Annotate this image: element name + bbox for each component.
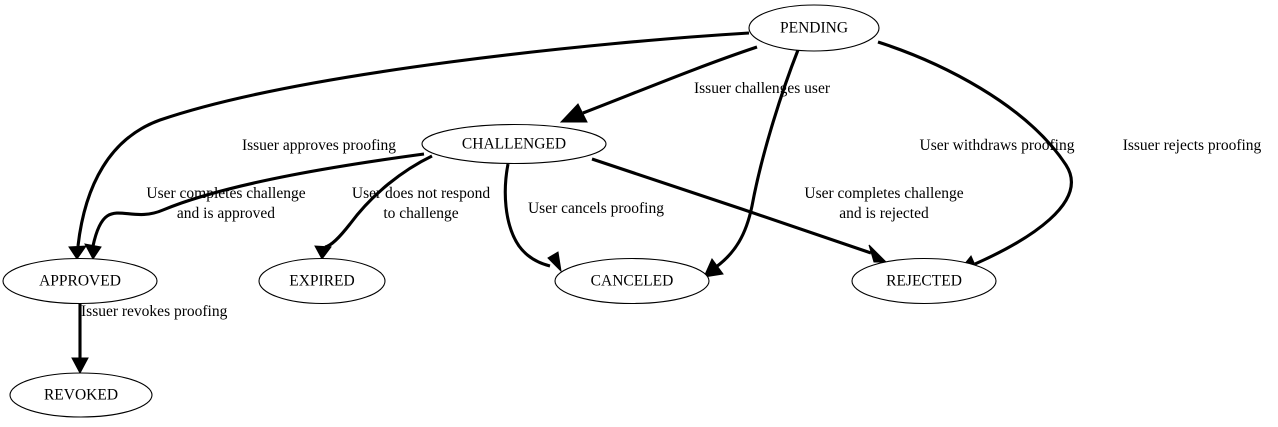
arrowhead-approved-from-pending: [68, 245, 87, 260]
node-canceled[interactable]: CANCELED: [554, 257, 710, 305]
edge-challenged-to-approved: User completes challenge and is approved: [84, 152, 425, 260]
node-label-revoked: REVOKED: [44, 387, 118, 404]
arrowhead-expired-from-challenged: [314, 245, 332, 260]
node-expired[interactable]: EXPIRED: [258, 257, 386, 305]
node-approved[interactable]: APPROVED: [2, 257, 158, 305]
node-ellipse-approved[interactable]: [2, 257, 158, 305]
edge-path-challenged-expired: [324, 154, 433, 249]
node-label-rejected: REJECTED: [886, 273, 962, 290]
arrowhead-challenged-from-pending: [559, 103, 588, 123]
edge-path-challenged-canceled: [503, 163, 551, 268]
edge-approved-to-revoked: Issuer revokes proofing: [71, 303, 228, 375]
edge-pending-to-challenged: Issuer challenges user: [559, 45, 831, 123]
node-ellipse-rejected[interactable]: [851, 257, 997, 305]
arrowhead-canceled-from-challenged: [547, 251, 562, 273]
edge-label-user-completes-challenge-rejected-line1: User completes challenge: [804, 185, 963, 202]
edge-pending-to-canceled: User withdraws proofing: [703, 49, 1075, 278]
edge-path-pending-rejected: [877, 40, 1073, 266]
edge-challenged-to-rejected: User completes challenge and is rejected: [591, 157, 964, 263]
node-label-canceled: CANCELED: [591, 273, 674, 290]
edge-label-user-completes-challenge-approved-line2: and is approved: [177, 205, 275, 222]
edge-challenged-to-canceled: User cancels proofing: [503, 163, 664, 273]
node-challenged[interactable]: CHALLENGED: [421, 123, 607, 165]
node-ellipse-canceled[interactable]: [554, 257, 710, 305]
edge-path-challenged-approved: [91, 152, 425, 247]
edge-pending-to-approved: Issuer approves proofing: [68, 31, 750, 260]
node-ellipse-revoked[interactable]: [9, 372, 153, 418]
edge-label-issuer-challenges-user: Issuer challenges user: [694, 80, 831, 97]
edge-label-user-withdraws-proofing: User withdraws proofing: [920, 137, 1075, 154]
edge-path-pending-canceled: [715, 49, 800, 269]
edge-challenged-to-expired: User does not respond to challenge: [314, 154, 490, 260]
node-rejected[interactable]: REJECTED: [851, 257, 997, 305]
edge-label-user-does-not-respond-line1: User does not respond: [352, 185, 490, 202]
edge-label-issuer-approves-proofing: Issuer approves proofing: [242, 137, 396, 154]
edge-label-user-completes-challenge-approved-line1: User completes challenge: [146, 185, 305, 202]
node-ellipse-expired[interactable]: [258, 257, 386, 305]
arrowhead-approved-from-challenged: [84, 243, 102, 260]
node-label-pending: PENDING: [780, 20, 848, 37]
edge-path-pending-challenged: [582, 45, 758, 115]
edge-label-issuer-revokes-proofing: Issuer revokes proofing: [81, 303, 228, 320]
arrowhead-revoked-from-approved: [71, 357, 89, 375]
node-label-expired: EXPIRED: [289, 273, 354, 290]
edge-label-issuer-rejects-proofing: Issuer rejects proofing: [1123, 137, 1262, 154]
node-label-approved: APPROVED: [39, 273, 121, 290]
edge-pending-to-rejected: Issuer rejects proofing: [877, 40, 1262, 273]
edge-path-challenged-rejected: [591, 157, 872, 255]
node-label-challenged: CHALLENGED: [462, 136, 566, 153]
arrowhead-rejected-from-challenged: [868, 244, 888, 263]
node-revoked[interactable]: REVOKED: [9, 372, 153, 418]
edge-label-user-completes-challenge-rejected-line2: and is rejected: [839, 205, 929, 222]
edge-label-user-does-not-respond-line2: to challenge: [383, 205, 458, 222]
node-pending[interactable]: PENDING: [748, 4, 880, 52]
edge-label-user-cancels-proofing: User cancels proofing: [528, 200, 664, 217]
node-ellipse-pending[interactable]: [748, 4, 880, 52]
arrowhead-canceled-from-pending: [703, 258, 724, 278]
node-ellipse-challenged[interactable]: [421, 123, 607, 165]
edge-path-pending-approved: [76, 31, 750, 247]
